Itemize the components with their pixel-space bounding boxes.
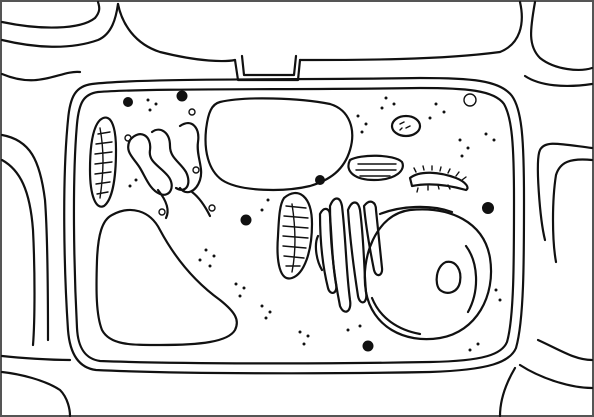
vesicles [124, 91, 494, 351]
chloroplast [90, 118, 116, 207]
nucleus [365, 207, 491, 339]
mitochondrion [278, 193, 312, 279]
large-vacuole [97, 210, 237, 345]
ribosomes [129, 97, 502, 352]
upper-vacuole [206, 98, 353, 190]
golgi-apparatus [316, 199, 382, 312]
nucleolus [437, 262, 461, 293]
cytoskeleton-fiber [410, 166, 468, 192]
peroxisome [392, 116, 420, 136]
endoplasmic-reticulum [125, 109, 215, 218]
plastid [348, 156, 402, 180]
cell-wall-gap [235, 56, 300, 80]
